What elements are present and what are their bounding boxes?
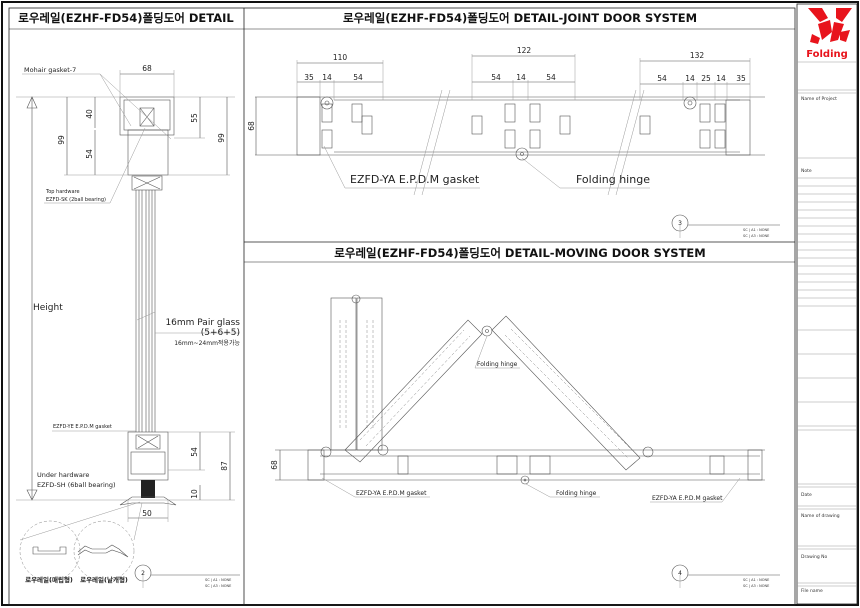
epdm-gasket-left-label: EZFD-YA E.P.D.M gasket <box>356 490 427 497</box>
height-label: Height <box>33 303 63 313</box>
scale-a3: SC | A3 : NONE <box>205 584 231 588</box>
dim-14: 14 <box>716 74 726 83</box>
dim-54: 54 <box>491 73 501 82</box>
dim-68: 68 <box>270 460 279 470</box>
gasket-profile-block <box>504 103 516 123</box>
scale-a1: SC | A1 : NONE <box>743 578 769 582</box>
left-detail-panel: 로우레일(EZHF-FD54)폴딩도어 DETAIL <box>16 11 240 588</box>
drawing-area-border <box>8 7 796 606</box>
rail-wing-label: 로우레일(날개형) <box>80 575 128 584</box>
gasket-profile-block <box>714 129 726 149</box>
dim-54: 54 <box>353 73 363 82</box>
dim-55: 55 <box>190 113 199 123</box>
folding-hinge-top-label: Folding hinge <box>477 361 518 368</box>
gasket-profile-block <box>504 129 516 149</box>
gasket-profile-block <box>699 129 711 149</box>
gasket-profile-block <box>529 129 541 149</box>
top-hardware-label: Top hardware <box>45 189 80 195</box>
dim-68: 68 <box>247 121 256 131</box>
dim-14: 14 <box>685 74 695 83</box>
scale-a1: SC | A1 : NONE <box>205 578 231 582</box>
scale-a3: SC | A3 : NONE <box>743 234 769 238</box>
folding-hinge-label: Folding hinge <box>576 173 650 186</box>
date-label: Date <box>801 492 812 498</box>
name-of-drawing-label: Name of drawing <box>801 513 840 519</box>
moving-door-panel: 로우레일(EZHF-FD54)폴딩도어 DETAIL-MOVING DOOR S… <box>270 246 780 588</box>
dim-14: 14 <box>516 73 526 82</box>
dim-54: 54 <box>546 73 556 82</box>
rail-detail-circles <box>19 501 143 582</box>
glass-label: 16mm Pair glass <box>165 318 240 328</box>
dim-132: 132 <box>690 51 705 60</box>
gasket-profile-block <box>699 103 711 123</box>
glass-section <box>135 190 156 432</box>
moving-profile-drawing <box>275 294 765 485</box>
left-dimension-lines <box>16 70 235 522</box>
glass-range: 16mm~24mm적용가능 <box>174 339 240 347</box>
dim-99-right: 99 <box>217 133 226 143</box>
under-hardware-wheel <box>141 480 155 498</box>
detail-number-4: 4 <box>678 570 682 577</box>
scale-a1: SC | A1 : NONE <box>743 228 769 232</box>
dim-54-bottom: 54 <box>190 447 199 457</box>
dim-35: 35 <box>304 73 314 82</box>
joint-dimension-lines <box>255 54 751 155</box>
title-block: Folding Name of Project Note Date Name o… <box>796 3 858 605</box>
brand-name: Folding <box>806 49 848 60</box>
dim-54: 54 <box>657 74 667 83</box>
top-hardware-model: EZFD-SK (2ball bearing) <box>46 197 106 203</box>
dim-10: 10 <box>190 489 199 499</box>
glass-spec: (5+6+5) <box>201 328 240 338</box>
dim-50: 50 <box>142 509 152 518</box>
gasket-profile-block <box>361 115 373 135</box>
scale-a3: SC | A3 : NONE <box>743 584 769 588</box>
dim-54-top: 54 <box>85 149 94 159</box>
dim-35: 35 <box>736 74 746 83</box>
drawing-no-label: Drawing No <box>801 554 828 560</box>
under-hardware-label: Under hardware <box>37 471 89 479</box>
epdm-gasket-label: EZFD-YA E.P.D.M gasket <box>350 173 480 186</box>
rail-embedded-label: 로우레일(매립형) <box>25 575 73 584</box>
gasket-profile-block <box>321 129 333 149</box>
detail-number-2: 2 <box>141 570 145 577</box>
dim-87: 87 <box>220 461 229 471</box>
ye-gasket-label: EZFD-YE E.P.D.M gasket <box>53 424 112 430</box>
detail-number-3: 3 <box>678 220 682 227</box>
gasket-profile-block <box>529 103 541 123</box>
dim-14: 14 <box>322 73 332 82</box>
dim-122: 122 <box>517 46 532 55</box>
gasket-profile-block <box>471 115 483 135</box>
joint-panel-title: 로우레일(EZHF-FD54)폴딩도어 DETAIL-JOINT DOOR SY… <box>343 11 697 25</box>
gasket-profile-block <box>321 103 333 123</box>
name-of-project-label: Name of Project <box>801 96 837 102</box>
note-label: Note <box>801 168 812 174</box>
joint-door-panel: 로우레일(EZHF-FD54)폴딩도어 DETAIL-JOINT DOOR SY… <box>247 11 780 238</box>
folding-logo <box>808 8 852 44</box>
dim-40: 40 <box>85 109 94 119</box>
dim-25: 25 <box>701 74 711 83</box>
gasket-profile-block <box>559 115 571 135</box>
folding-hinge-bottom-label: Folding hinge <box>556 490 597 497</box>
epdm-gasket-right-label: EZFD-YA E.P.D.M gasket <box>652 495 723 502</box>
gasket-profile-block <box>351 103 363 123</box>
left-panel-title: 로우레일(EZHF-FD54)폴딩도어 DETAIL <box>18 11 234 25</box>
mohair-gasket-label: Mohair gasket-7 <box>24 66 76 74</box>
moving-panel-title: 로우레일(EZHF-FD54)폴딩도어 DETAIL-MOVING DOOR S… <box>334 246 705 260</box>
bottom-frame-profile <box>119 431 177 506</box>
under-hardware-model: EZFD-SH (6ball bearing) <box>37 481 116 489</box>
note-lines <box>797 177 857 431</box>
dim-110: 110 <box>333 53 348 62</box>
file-name-label: File name <box>801 588 823 594</box>
joint-profile-drawing <box>255 89 765 196</box>
dim-99-left: 99 <box>57 135 66 145</box>
gasket-profile-block <box>714 103 726 123</box>
gasket-profile-block <box>639 115 651 135</box>
dim-68: 68 <box>142 64 152 73</box>
